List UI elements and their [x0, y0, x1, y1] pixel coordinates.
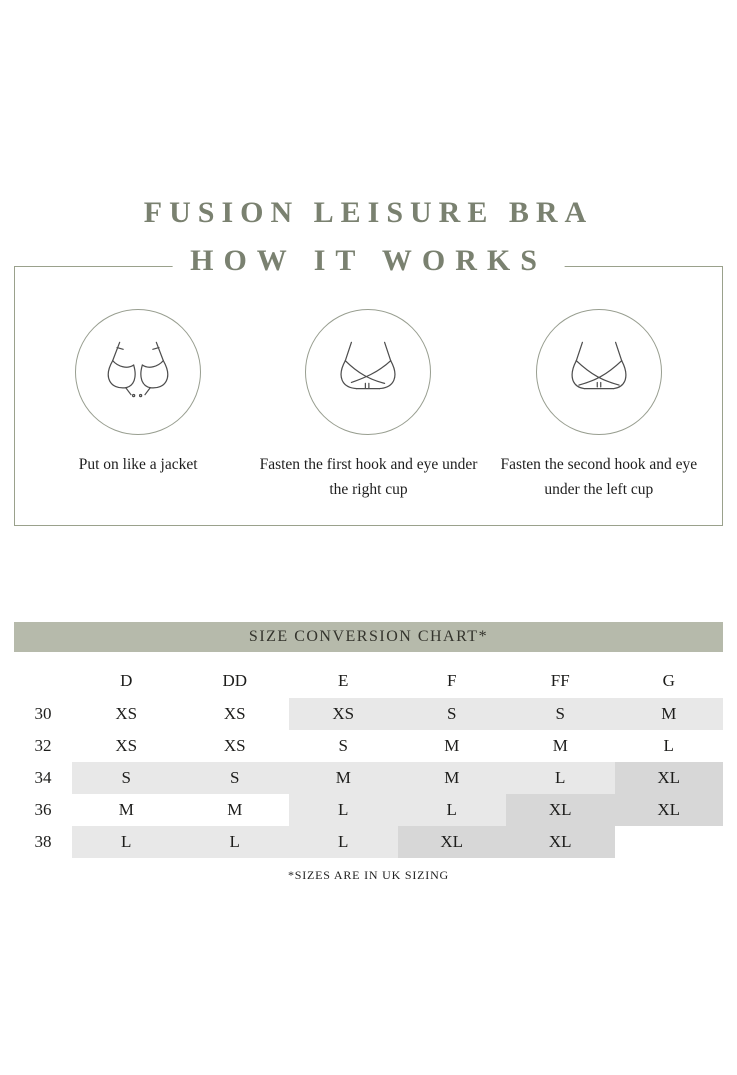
table-row-32: 32 XS XS S M M L [14, 729, 723, 762]
size-cell: S [180, 761, 289, 794]
column-header-dd: DD [180, 663, 289, 698]
size-cell: M [614, 697, 723, 730]
table-row-34: 34 S S M M L XL [14, 761, 723, 794]
size-cell: L [180, 825, 289, 858]
step-3: Fasten the second hook and eye under the… [484, 309, 714, 503]
size-cell: XL [614, 793, 723, 826]
row-label-38: 38 [14, 825, 72, 858]
row-label-30: 30 [14, 697, 72, 730]
size-cell: M [397, 761, 506, 794]
bra-open-icon [108, 341, 169, 398]
sizing-footnote: *SIZES ARE IN UK SIZING [287, 867, 450, 882]
column-header-f: F [397, 663, 506, 698]
size-cell: S [72, 761, 181, 794]
row-label-32: 32 [14, 729, 72, 762]
step-2: Fasten the first hook and eye under the … [253, 309, 483, 503]
size-cell: XL [397, 825, 506, 858]
size-cell: S [289, 729, 398, 762]
size-cell: L [289, 793, 398, 826]
table-row-36: 36 M M L L XL XL [14, 793, 723, 826]
size-cell: M [506, 729, 615, 762]
size-cell [614, 825, 723, 858]
size-cell: M [289, 761, 398, 794]
size-cell: S [506, 697, 615, 730]
bra-first-hook-icon [341, 341, 396, 390]
size-cell: M [397, 729, 506, 762]
size-cell: M [180, 793, 289, 826]
table-row-38: 38 L L L XL XL [14, 825, 723, 858]
table-row-30: 30 XS XS XS S S M [14, 697, 723, 730]
size-cell: XS [72, 697, 181, 730]
size-conversion-table: D DD E F FF G 30 XS XS XS S S M 32 XS XS… [14, 663, 723, 858]
size-cell: L [397, 793, 506, 826]
bra-second-hook-icon [571, 341, 627, 390]
step-2-caption: Fasten the first hook and eye under the … [259, 456, 478, 498]
size-cell: L [72, 825, 181, 858]
column-header-e: E [289, 663, 398, 698]
size-cell: XL [506, 825, 615, 858]
row-label-34: 34 [14, 761, 72, 794]
page-title: FUSION LEISURE BRA [143, 196, 594, 229]
size-cell: M [72, 793, 181, 826]
size-cell: XS [72, 729, 181, 762]
size-cell: L [614, 729, 723, 762]
size-cell: XS [180, 729, 289, 762]
size-cell: S [397, 697, 506, 730]
how-it-works-box: HOW IT WORKS [14, 244, 723, 526]
column-header-g: G [614, 663, 723, 698]
step-1-circle [75, 309, 202, 435]
size-cell: L [506, 761, 615, 794]
size-cell: XS [180, 697, 289, 730]
step-3-caption: Fasten the second hook and eye under the… [500, 456, 698, 498]
column-header-d: D [72, 663, 181, 698]
size-cell: L [289, 825, 398, 858]
corner-cell [14, 663, 72, 698]
size-cell: XS [289, 697, 398, 730]
size-chart-title: SIZE CONVERSION CHART* [14, 621, 723, 652]
steps-row: Put on like a jacket Fasten the first ho… [23, 309, 714, 503]
row-label-36: 36 [14, 793, 72, 826]
size-cell: XL [506, 793, 615, 826]
size-cell: XL [614, 761, 723, 794]
step-1: Put on like a jacket [23, 309, 253, 478]
column-header-ff: FF [506, 663, 615, 698]
how-it-works-heading: HOW IT WORKS [172, 244, 565, 278]
step-2-circle [305, 309, 432, 435]
table-header-row: D DD E F FF G [14, 663, 723, 698]
step-1-caption: Put on like a jacket [78, 456, 198, 473]
step-3-circle [535, 309, 662, 435]
